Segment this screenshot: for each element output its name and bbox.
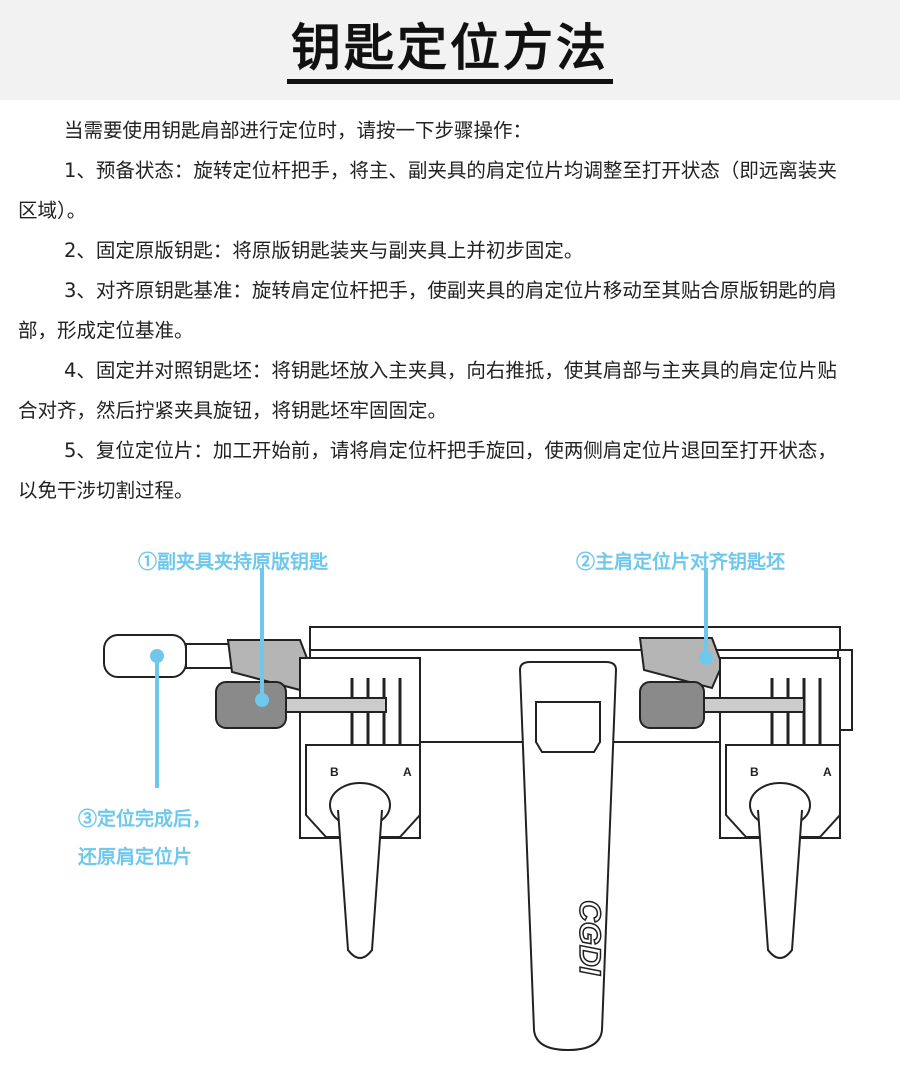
center-handle [518,661,618,1052]
page-title-text: 钥匙定位方法 [287,19,613,84]
step-5: 5、复位定位片：加工开始前，请将肩定位杆把手旋回，使两侧肩定位片退回至打开状态，… [18,439,837,502]
instructions: 当需要使用钥匙肩部进行定位时，请按一下步骤操作： 1、预备状态：旋转定位杆把手，… [18,111,848,511]
left-knob-stem [337,809,383,959]
callout-original-key: ①副夹具夹持原版钥匙 [138,551,329,573]
clamp-illustration: B B A A CGDI [103,568,853,1052]
original-key-head [215,681,287,729]
key-blank-head [639,681,705,729]
original-key-blade [285,697,387,713]
callout-1-dot [255,693,269,707]
positioning-rod-knob [103,634,187,678]
handle-window [535,701,601,753]
right-mark-b: B [750,765,759,779]
right-knob-stem [757,809,803,959]
callout-restore-plate: ③定位完成后， 还原肩定位片 [78,800,211,876]
callout-key-blank: ②主肩定位片对齐钥匙坯 [576,551,786,573]
left-mark-b: B [330,765,339,779]
callout-3-line-2: 还原肩定位片 [78,846,193,868]
right-shoulder-plate [638,637,724,690]
right-mark-a: A [823,765,832,779]
clamp-diagram: B B A A CGDI ①副夹具夹持原版钥匙 ②主肩定位片对齐钥匙坯 ③定位完… [0,520,900,1084]
callout-2-dot [699,651,713,665]
left-mark-a: A [403,765,412,779]
callout-3-dot [150,649,164,663]
step-1: 1、预备状态：旋转定位杆把手，将主、副夹具的肩定位片均调整至打开状态（即远离装夹… [18,159,837,222]
key-blank-blade [703,697,805,713]
step-3: 3、对齐原钥匙基准：旋转肩定位杆把手，使副夹具的肩定位片移动至其贴合原版钥匙的肩… [18,279,837,342]
callout-3-line-1: ③定位完成后， [78,808,212,830]
intro-paragraph: 当需要使用钥匙肩部进行定位时，请按一下步骤操作： [64,119,533,142]
title-banner [0,0,900,100]
page-title: 钥匙定位方法 [0,8,900,84]
step-4: 4、固定并对照钥匙坯：将钥匙坯放入主夹具，向右推抵，使其肩部与主夹具的肩定位片贴… [18,359,837,422]
brand-logo: CGDI [573,900,606,976]
step-2: 2、固定原版钥匙：将原版钥匙装夹与副夹具上并初步固定。 [64,239,584,262]
